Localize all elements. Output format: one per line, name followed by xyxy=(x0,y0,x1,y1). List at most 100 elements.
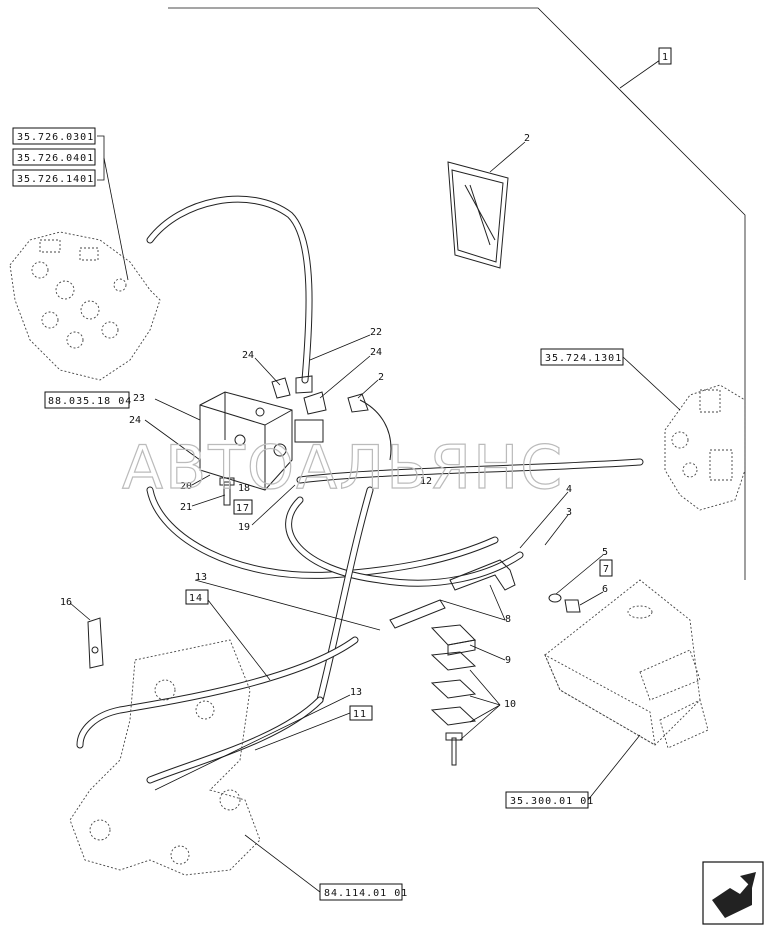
callout-13-bottom: 13 xyxy=(350,687,362,698)
leader-tank xyxy=(587,734,641,801)
ref-box-7[interactable]: 7 xyxy=(599,559,613,577)
ref-box-valve-3[interactable]: 35.726.1401 xyxy=(12,169,96,187)
control-valve-left xyxy=(9,231,161,381)
callout-19: 19 xyxy=(238,522,250,533)
hydraulic-tank xyxy=(544,579,709,749)
leader-13a xyxy=(194,579,381,631)
leader-11 xyxy=(254,712,351,751)
leader-24b xyxy=(319,355,371,399)
leader-5 xyxy=(555,554,604,595)
ref-box-17[interactable]: 17 xyxy=(233,499,253,515)
ref-box-right-valve[interactable]: 35.724.1301 xyxy=(540,348,624,366)
hose-upper xyxy=(146,195,313,384)
callout-6: 6 xyxy=(602,584,608,595)
leader-2b xyxy=(357,379,379,399)
svg-text:11: 11 xyxy=(353,709,367,720)
leader-10b xyxy=(469,695,501,706)
callout-20: 20 xyxy=(180,481,192,492)
leader-10a xyxy=(469,669,501,706)
leader-24c xyxy=(144,419,201,461)
svg-text:35.724.1301: 35.724.1301 xyxy=(545,353,622,364)
fitting-6 xyxy=(564,599,581,613)
leader-8a xyxy=(439,599,506,621)
svg-text:35.726.0401: 35.726.0401 xyxy=(17,153,94,164)
callout-5: 5 xyxy=(602,547,608,558)
callout-18: 18 xyxy=(238,483,250,494)
clamp-9 xyxy=(430,624,477,656)
callout-10: 10 xyxy=(504,699,516,710)
ref-box-valve-2[interactable]: 35.726.0401 xyxy=(12,148,96,166)
callout-2-mid: 2 xyxy=(378,372,384,383)
leader-frame xyxy=(244,834,321,893)
callout-16: 16 xyxy=(60,597,72,608)
leader-24a xyxy=(254,357,281,386)
ref-box-1[interactable]: 1 xyxy=(658,47,672,65)
callout-4: 4 xyxy=(566,484,572,495)
callout-24-top: 24 xyxy=(242,350,254,361)
decal-plate xyxy=(447,161,509,269)
hose-vertical xyxy=(316,486,374,704)
svg-text:88.035.18 04: 88.035.18 04 xyxy=(48,396,132,407)
callout-21: 21 xyxy=(180,502,192,513)
leader-valve xyxy=(103,157,129,281)
next-page-arrow-icon[interactable] xyxy=(702,861,764,925)
leader-20 xyxy=(191,474,211,486)
pipe-8 xyxy=(389,559,516,629)
callout-22: 22 xyxy=(370,327,382,338)
o-ring-5 xyxy=(548,593,562,603)
control-valve-right xyxy=(664,384,746,511)
leader-10c xyxy=(469,704,501,723)
ref-box-tank[interactable]: 35.300.01 01 xyxy=(505,791,594,809)
leader-8b xyxy=(489,584,506,621)
callout-2-top: 2 xyxy=(524,133,530,144)
hose-long-right xyxy=(296,458,644,484)
leader-9 xyxy=(469,644,506,661)
bracket-valve-refs xyxy=(97,135,105,181)
svg-text:7: 7 xyxy=(603,564,610,575)
svg-text:35.726.0301: 35.726.0301 xyxy=(17,132,94,143)
callout-3: 3 xyxy=(566,507,572,518)
loader-frame xyxy=(69,639,261,876)
leader-19 xyxy=(251,484,296,526)
svg-text:17: 17 xyxy=(236,503,250,514)
fitting-24-mid xyxy=(303,391,327,415)
callout-24-mid: 24 xyxy=(370,347,382,358)
bolt-21 xyxy=(219,477,235,506)
leader-6 xyxy=(579,591,604,606)
hose-cross-1 xyxy=(146,486,499,579)
ref-box-frame[interactable]: 84.114.01 01 xyxy=(319,883,408,901)
hose-cross-2 xyxy=(285,496,524,587)
ref-box-valve-1[interactable]: 35.726.0301 xyxy=(12,127,96,145)
ref-box-14[interactable]: 14 xyxy=(185,589,209,605)
leader-4 xyxy=(519,491,569,549)
svg-text:84.114.01 01: 84.114.01 01 xyxy=(324,888,408,899)
fitting-2-right xyxy=(347,393,392,461)
svg-text:1: 1 xyxy=(662,52,669,63)
hose-lower-mid xyxy=(146,696,324,784)
fitting-22 xyxy=(295,375,313,394)
leader-2 xyxy=(489,141,526,173)
leader-13b xyxy=(154,694,351,791)
ref-box-11[interactable]: 11 xyxy=(349,705,373,721)
leader-16 xyxy=(69,602,91,621)
hose-lower-left xyxy=(76,636,359,749)
callout-24-left: 24 xyxy=(129,415,141,426)
svg-text:35.726.1401: 35.726.1401 xyxy=(17,174,94,185)
ref-box-block[interactable]: 88.035.18 04 xyxy=(44,391,132,409)
manifold-block xyxy=(199,391,324,491)
fitting-24-top xyxy=(271,377,291,399)
leader-10d xyxy=(459,704,501,741)
cap-16 xyxy=(87,617,104,669)
leader-22 xyxy=(309,334,371,361)
watermark-text: АВТОАЛЬЯНС xyxy=(122,433,564,503)
callout-12: 12 xyxy=(420,476,432,487)
leader-right-valve xyxy=(622,356,681,411)
clamp-10 xyxy=(430,651,477,766)
leader-21 xyxy=(191,494,226,507)
callout-13-top: 13 xyxy=(195,572,207,583)
callout-8: 8 xyxy=(505,614,511,625)
assembly-bracket xyxy=(168,7,746,580)
leader-14 xyxy=(207,599,271,681)
callout-9: 9 xyxy=(505,655,511,666)
